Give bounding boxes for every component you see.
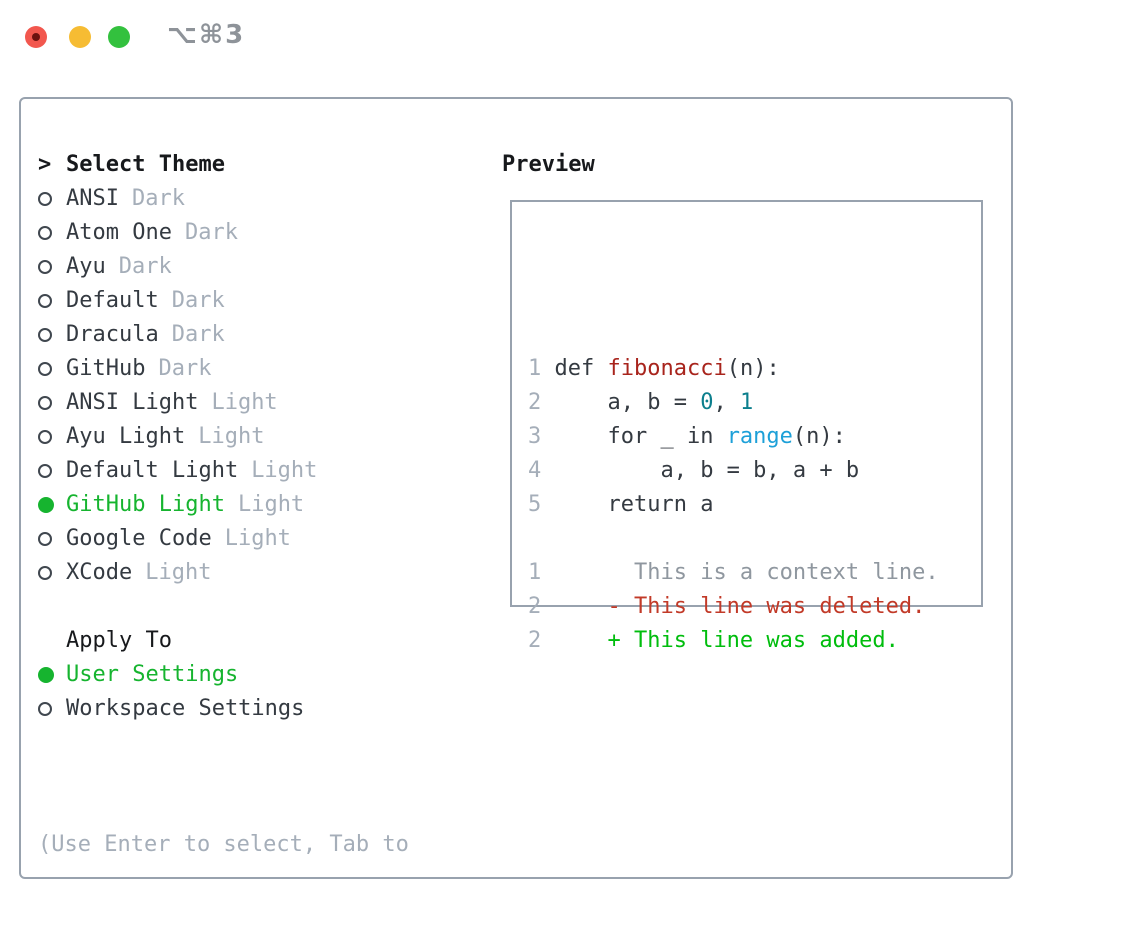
code-line: 5 return a (528, 492, 714, 517)
apply-option[interactable]: User Settings (38, 658, 304, 692)
keyboard-hint: (Use Enter to select, Tab to change focu… (38, 760, 409, 934)
theme-option[interactable]: Dracula Dark (38, 318, 317, 352)
theme-option[interactable]: XCode Light (38, 556, 317, 590)
theme-option-variant: Light (198, 424, 265, 449)
theme-option-variant: Light (237, 492, 305, 517)
radio-selected-icon (38, 497, 54, 513)
theme-option-variant: Dark (171, 288, 225, 313)
code-line: 2 + This line was added. (528, 628, 899, 653)
radio-icon (38, 702, 52, 716)
selection-caret-icon: > (38, 152, 52, 177)
theme-option-name: XCode (66, 560, 133, 585)
code-line: 2 - This line was deleted. (528, 594, 926, 619)
minimize-button[interactable] (69, 26, 91, 48)
code-line: 1 def fibonacci(n): (528, 356, 780, 381)
code-line: 2 a, b = 0, 1 (528, 390, 754, 415)
theme-option[interactable]: ANSI Light Light (38, 386, 317, 420)
radio-icon (38, 362, 52, 376)
theme-option-variant: Light (251, 458, 318, 483)
apply-option[interactable]: Workspace Settings (38, 692, 304, 726)
radio-icon (38, 396, 52, 410)
radio-selected-icon (38, 667, 54, 683)
preview-title: Preview (502, 152, 595, 177)
code-line: 3 for _ in range(n): (528, 424, 846, 449)
theme-option-name: ANSI (66, 186, 119, 211)
theme-option-name: ANSI Light (66, 390, 199, 415)
radio-icon (38, 532, 52, 546)
titlebar: ⌥⌘3 (0, 0, 1140, 76)
radio-icon (38, 464, 52, 478)
code-line (528, 522, 939, 556)
theme-option-variant: Light (224, 526, 291, 551)
apply-option-label: User Settings (66, 662, 239, 687)
theme-option-variant: Light (211, 390, 278, 415)
code-line: 4 a, b = b, a + b (528, 458, 860, 483)
theme-option[interactable]: Default Dark (38, 284, 317, 318)
radio-icon (38, 294, 52, 308)
theme-option[interactable]: GitHub Dark (38, 352, 317, 386)
theme-option-name: Ayu Light (66, 424, 186, 449)
theme-option-name: Default Light (66, 458, 239, 483)
theme-option-name: GitHub Light (66, 492, 225, 517)
radio-icon (38, 566, 52, 580)
theme-option[interactable]: ANSI Dark (38, 182, 317, 216)
keyboard-hint-line2: change focus) (38, 930, 409, 934)
theme-option[interactable]: Atom One Dark (38, 216, 317, 250)
close-button[interactable] (25, 26, 47, 48)
apply-to-header: Apply To (38, 624, 304, 658)
theme-option-variant: Dark (118, 254, 172, 279)
apply-to-title: Apply To (66, 628, 172, 653)
radio-icon (38, 328, 52, 342)
theme-option[interactable]: Ayu Light Light (38, 420, 317, 454)
theme-option-variant: Dark (131, 186, 185, 211)
theme-option[interactable]: Google Code Light (38, 522, 317, 556)
theme-option-variant: Dark (171, 322, 225, 347)
theme-option[interactable]: GitHub Light Light (38, 488, 317, 522)
preview-code: 1 def fibonacci(n): 2 a, b = 0, 1 3 for _ … (528, 250, 939, 658)
apply-option-label: Workspace Settings (66, 696, 305, 721)
theme-option[interactable]: Default Light Light (38, 454, 317, 488)
radio-icon (38, 192, 52, 206)
theme-option-name: Ayu (66, 254, 106, 279)
radio-icon (38, 260, 52, 274)
preview-panel: 1 def fibonacci(n): 2 a, b = 0, 1 3 for _ … (510, 200, 983, 653)
theme-section-title: Select Theme (66, 152, 225, 177)
theme-option-variant: Dark (184, 220, 238, 245)
theme-option-variant: Light (145, 560, 212, 585)
window-title-shortcut: ⌥⌘3 (167, 20, 246, 50)
keyboard-hint-line1: (Use Enter to select, Tab to (38, 832, 409, 857)
theme-option-name: Atom One (66, 220, 172, 245)
radio-icon (38, 226, 52, 240)
radio-icon (38, 430, 52, 444)
zoom-button[interactable] (108, 26, 130, 48)
theme-option-name: GitHub (66, 356, 146, 381)
close-dot-icon (32, 33, 40, 41)
code-line: 1 This is a context line. (528, 560, 939, 585)
theme-option-name: Dracula (66, 322, 159, 347)
theme-option-variant: Dark (158, 356, 212, 381)
theme-option-name: Google Code (66, 526, 212, 551)
theme-section-header: > Select Theme (38, 148, 317, 182)
theme-option[interactable]: Ayu Dark (38, 250, 317, 284)
theme-option-name: Default (66, 288, 159, 313)
